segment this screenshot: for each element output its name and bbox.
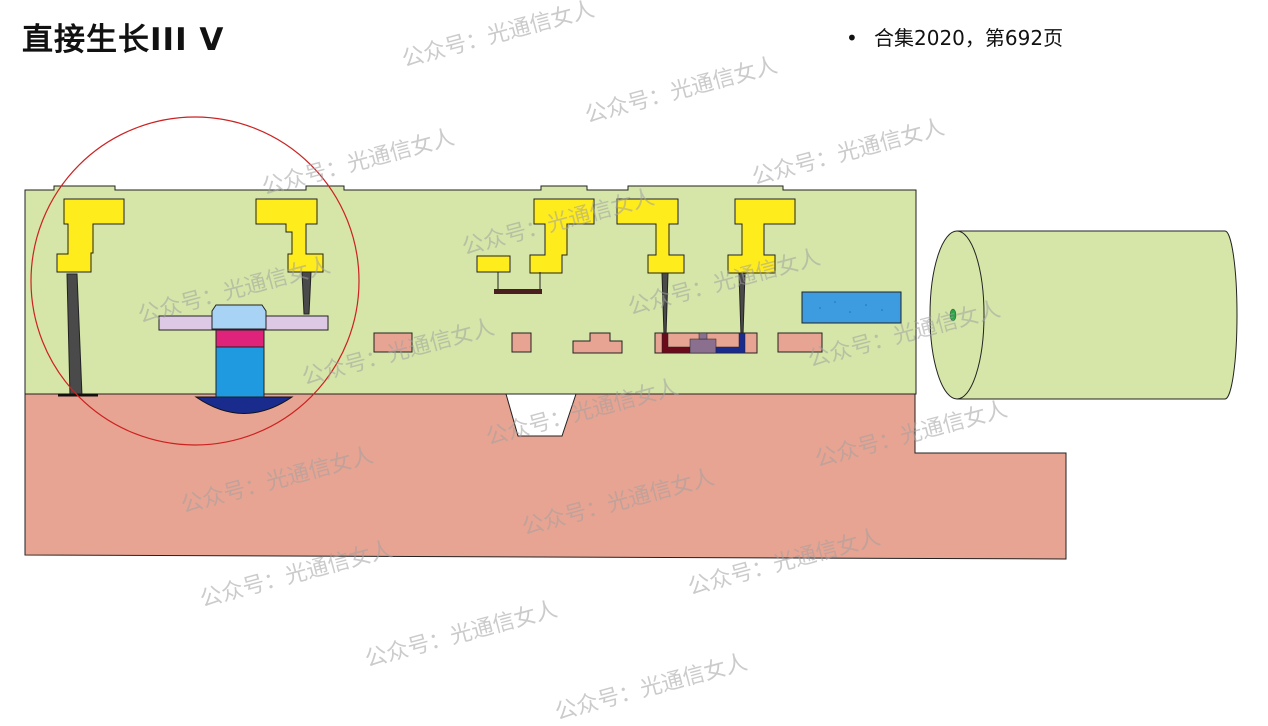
fiber-core	[949, 308, 957, 322]
blue-pad	[801, 291, 902, 324]
metal-contact-3	[476, 198, 595, 274]
highlight-circle	[30, 116, 360, 446]
waveguide-block-3	[777, 332, 823, 353]
metal-contact-1	[56, 198, 125, 273]
waveguide-rib	[572, 332, 623, 354]
metal-contact-5	[727, 198, 796, 274]
bullet-icon: •	[846, 26, 858, 50]
modulator-core-top	[698, 332, 708, 340]
fiber-end-face	[929, 230, 985, 400]
bottom-contact	[194, 396, 294, 414]
waveguide-block-2	[511, 332, 532, 353]
source-note: • 合集2020，第692页	[846, 22, 1063, 51]
modulator-core	[689, 338, 717, 354]
modulator-n-doped	[715, 332, 746, 354]
metal-contact-4	[616, 198, 685, 274]
substrate-trench	[505, 393, 577, 437]
via-right	[301, 271, 312, 315]
metal-contact-2	[255, 198, 324, 273]
heater-bar	[494, 289, 542, 294]
laser-mesa-top	[211, 304, 267, 330]
active-region	[215, 328, 265, 348]
blue-pad-dots	[819, 301, 883, 313]
page-title: 直接生长III V	[22, 22, 225, 58]
laser-mesa-lower	[215, 346, 265, 398]
waveguide-block-1	[373, 332, 413, 353]
source-note-text: 合集2020，第692页	[874, 26, 1064, 50]
fiber-body	[956, 230, 1238, 400]
